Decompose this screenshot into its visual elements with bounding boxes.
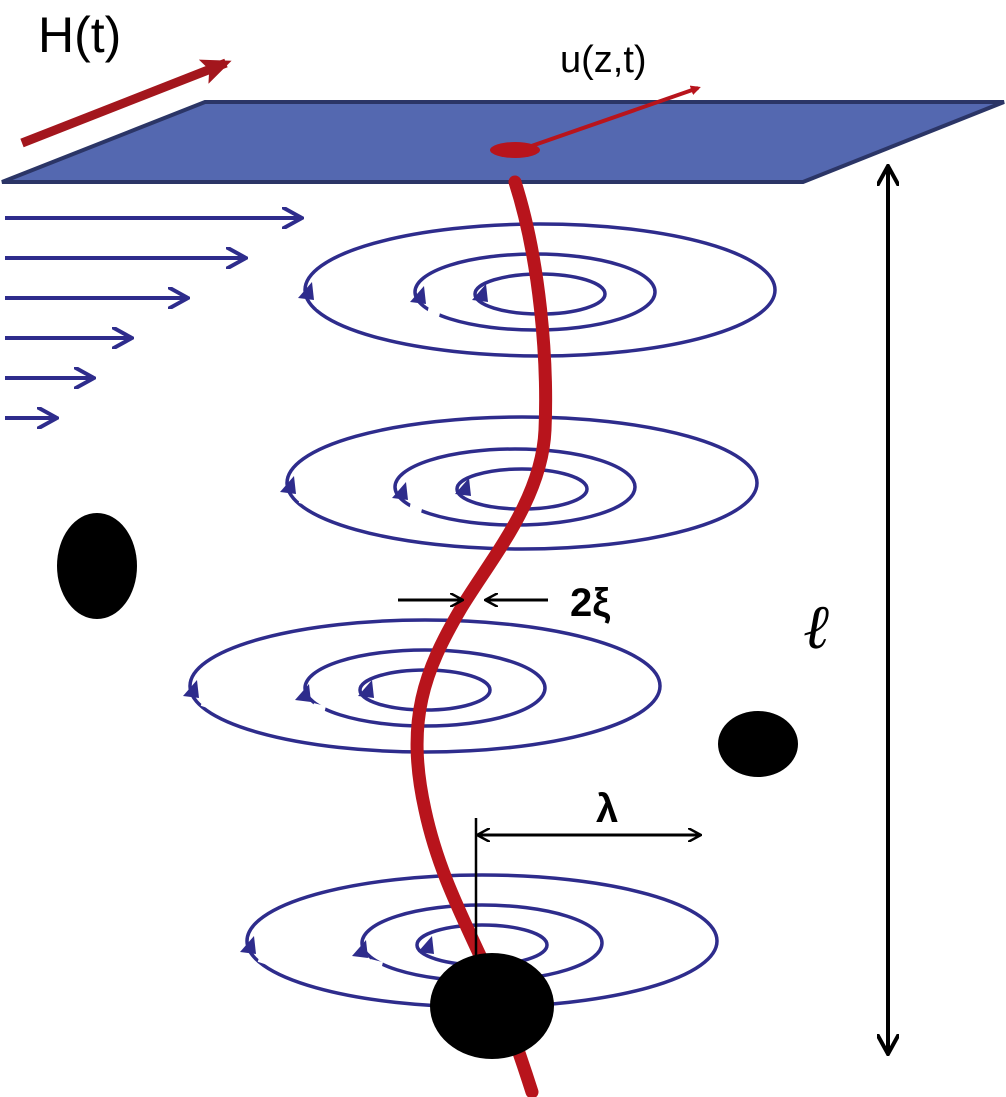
displacement-label: u(z,t) bbox=[560, 39, 647, 81]
length-label: ℓ bbox=[803, 590, 829, 663]
penetration-depth-label: λ bbox=[596, 787, 618, 831]
loop-gaps bbox=[200, 301, 441, 970]
penetration-depth-marker bbox=[474, 818, 700, 955]
field-arrow bbox=[20, 58, 232, 148]
core-width-label: 2ξ bbox=[570, 581, 610, 625]
pinning-center-left bbox=[57, 513, 137, 619]
pinning-center-right bbox=[718, 711, 798, 777]
current-loop-level-2 bbox=[285, 415, 759, 551]
field-label: H(t) bbox=[38, 7, 121, 63]
current-loops bbox=[188, 222, 777, 1009]
loop-direction-markers bbox=[183, 282, 488, 958]
surface-plane bbox=[1, 100, 1005, 184]
current-arrows bbox=[5, 218, 300, 418]
pinning-center-bottom bbox=[430, 953, 554, 1059]
vortex-top-end bbox=[490, 142, 540, 158]
displacement-arrow bbox=[519, 85, 701, 152]
